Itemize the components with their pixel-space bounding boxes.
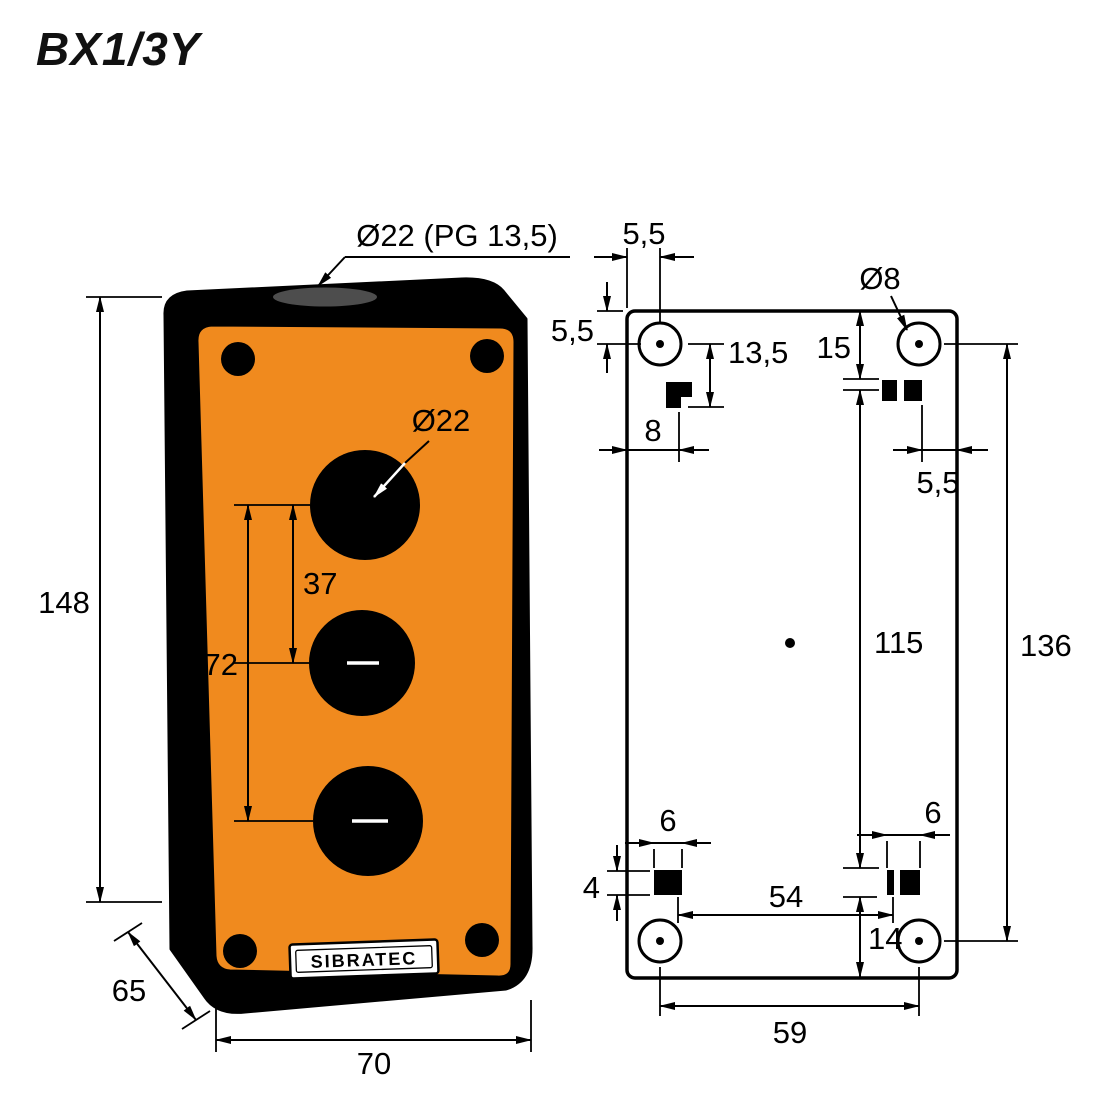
dim-edge-to-slot-left: 8	[599, 412, 709, 462]
dim-button-pitch: 37	[289, 504, 337, 664]
gland-label: Ø22 (PG 13,5)	[356, 218, 558, 253]
corner-screw	[465, 923, 499, 957]
dim-hole-to-slot-label: 13,5	[728, 335, 788, 370]
dim-button-span: 72	[204, 504, 313, 822]
dim-slot-height-label: 4	[583, 870, 600, 905]
brand-plate: SIBRATEC	[288, 938, 440, 980]
dim-depth-label: 65	[112, 973, 146, 1008]
callout-gland: Ø22 (PG 13,5)	[317, 218, 570, 287]
mounting-slot	[666, 382, 692, 408]
dim-button-pitch-label: 37	[303, 566, 337, 601]
dim-slot-width-left-label: 6	[659, 803, 676, 838]
dim-edge-to-hole-y-label: 5,5	[551, 313, 594, 348]
dim-edge-to-slot-top: 15	[817, 310, 879, 380]
mounting-foot	[896, 321, 942, 367]
dim-hole-span-horizontal: 59	[659, 967, 920, 1050]
center-hole	[785, 638, 795, 648]
dim-button-span-label: 72	[204, 647, 238, 682]
dim-edge-to-hole-y: 5,5	[551, 282, 641, 373]
mounting-slot	[882, 380, 922, 401]
dim-edge-to-slot-top-label: 15	[817, 330, 851, 365]
dim-depth: 65	[112, 922, 211, 1030]
dim-edge-to-hole-x: 5,5	[594, 216, 694, 322]
callout-mounting-hole: Ø8	[859, 261, 908, 331]
dim-slot-to-edge-right-label: 5,5	[916, 465, 959, 500]
dim-hole-to-slot: 13,5	[688, 335, 788, 408]
mounting-slot	[654, 870, 682, 895]
dim-width-label: 70	[357, 1046, 391, 1081]
page-title: BX1/3Y	[36, 23, 201, 75]
callout-button-hole: Ø22	[373, 403, 471, 498]
dim-width: 70	[215, 992, 532, 1081]
dim-hole-span-horizontal-label: 59	[773, 1015, 807, 1050]
dim-slot-width-right-label: 6	[924, 795, 941, 830]
dim-hole-span-vertical: 136	[944, 343, 1072, 942]
corner-screw	[221, 342, 255, 376]
dim-slot-span-horizontal-label: 54	[769, 879, 803, 914]
button-hole-label: Ø22	[412, 403, 471, 438]
mounting-slot	[887, 870, 920, 895]
dim-slot-span-vertical: 115	[843, 389, 923, 869]
cable-gland-hole	[273, 287, 377, 307]
dim-height-label: 148	[38, 585, 90, 620]
dim-slot-to-edge-bottom: 14	[843, 896, 902, 978]
corner-screw	[470, 339, 504, 373]
dim-slot-height: 4	[583, 845, 650, 921]
front-view: SIBRATEC Ø22 (PG 13,5) Ø22 148	[38, 218, 570, 1081]
dim-hole-span-vertical-label: 136	[1020, 628, 1072, 663]
mounting-foot	[896, 918, 942, 964]
dim-slot-to-edge-right: 5,5	[893, 405, 988, 500]
dim-height: 148	[38, 296, 162, 903]
dim-slot-width-left: 6	[625, 803, 711, 868]
mounting-foot	[637, 918, 683, 964]
rear-view: 5,5 5,5 13,5 Ø8	[551, 216, 1072, 1050]
brand-label: SIBRATEC	[310, 948, 417, 972]
dim-edge-to-hole-x-label: 5,5	[622, 216, 665, 251]
corner-screw	[223, 934, 257, 968]
dim-slot-span-vertical-label: 115	[874, 625, 923, 660]
dim-slot-to-edge-bottom-label: 14	[868, 921, 902, 956]
dim-edge-to-slot-left-label: 8	[644, 413, 661, 448]
mounting-hole-label: Ø8	[859, 261, 900, 296]
mounting-foot	[637, 321, 683, 367]
dim-slot-width-right: 6	[857, 795, 950, 868]
